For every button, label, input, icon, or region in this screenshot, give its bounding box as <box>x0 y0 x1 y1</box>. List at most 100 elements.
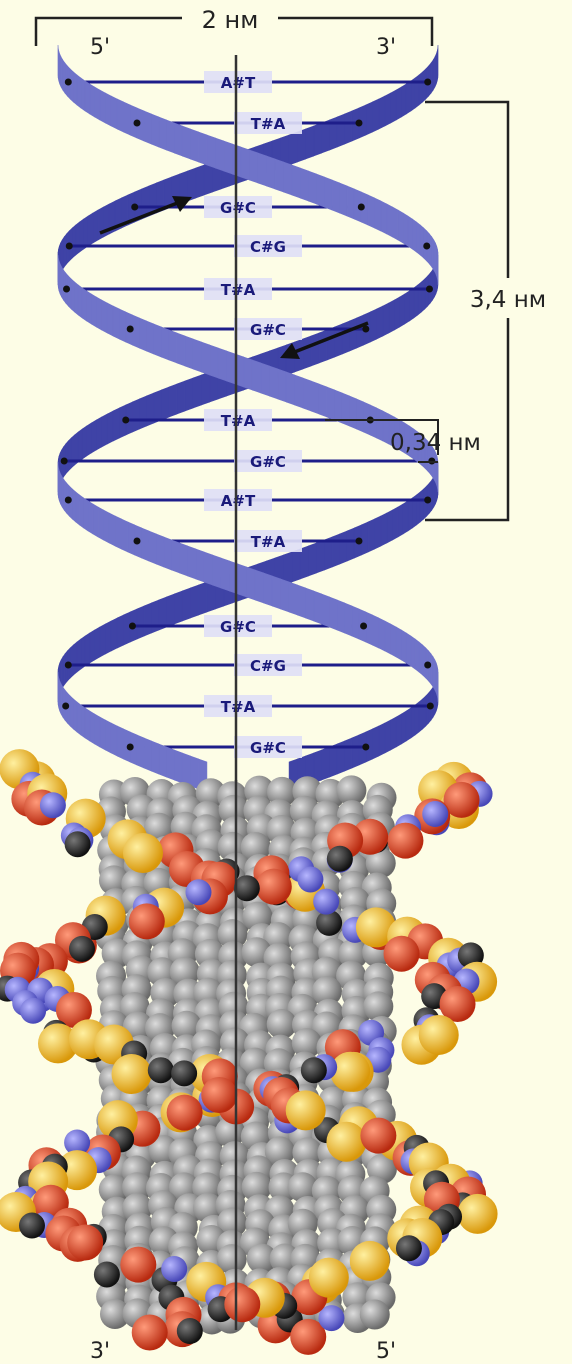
strand-a-segment <box>213 555 221 588</box>
strand-a-segment <box>332 180 340 213</box>
strand-a-segment <box>188 546 196 579</box>
strand-b-segment <box>98 207 103 240</box>
strand-a-segment <box>159 117 167 150</box>
strand-b-segment <box>88 213 93 246</box>
strand-b-segment <box>306 126 314 159</box>
strand-a-segment <box>88 501 93 534</box>
strand-a-segment <box>70 69 73 102</box>
strand-a-segment <box>80 495 84 528</box>
oxygen-atom <box>167 1095 203 1131</box>
strand-a-segment <box>385 720 391 753</box>
strand-a-segment <box>71 435 74 468</box>
strand-b-segment <box>93 210 98 243</box>
strand-b-segment <box>244 357 253 390</box>
strand-b-segment <box>78 285 82 318</box>
strand-a-segment <box>366 612 373 645</box>
strand-a-segment <box>381 201 387 234</box>
strand-a-segment <box>416 222 420 255</box>
strand-a-segment <box>164 537 172 570</box>
strand-a-segment <box>121 519 128 552</box>
strand-b-segment <box>210 345 218 378</box>
strand-a-segment <box>185 378 193 411</box>
strand-a-segment <box>300 168 308 201</box>
strand-a-segment <box>255 570 264 603</box>
strand-b-segment <box>67 693 70 726</box>
strand-b-segment <box>77 639 81 672</box>
strand-b-segment <box>327 387 335 420</box>
strand-a-segment <box>100 90 106 123</box>
strand-a-segment <box>258 153 267 186</box>
strand-a-segment <box>63 60 65 93</box>
carbon-atom <box>327 846 353 872</box>
strand-b-segment <box>95 714 100 747</box>
strand-a-segment <box>95 87 100 120</box>
strand-a-segment <box>322 747 330 780</box>
carbon-atom <box>69 936 95 962</box>
strand-b-segment <box>119 309 125 342</box>
strand-a-segment <box>368 195 375 228</box>
strand-a-segment <box>426 693 429 726</box>
strand-b-segment <box>91 294 96 327</box>
strand-b-segment <box>117 615 123 648</box>
strand-b-segment <box>406 81 411 114</box>
oxygen-atom <box>67 1224 103 1260</box>
strand-b-segment <box>423 69 426 102</box>
strand-b-segment <box>73 699 77 732</box>
strand-a-segment <box>396 714 401 747</box>
strand-b-segment <box>174 750 182 783</box>
bond-end-dot <box>362 744 369 751</box>
strand-b-segment <box>227 351 236 384</box>
strand-a-segment <box>73 72 77 105</box>
base-pair-label: G#C <box>250 739 286 757</box>
strand-a-segment <box>87 423 92 456</box>
strand-b-segment <box>182 588 190 621</box>
strand-b-segment <box>345 111 352 144</box>
strand-b-segment <box>90 711 95 744</box>
bond-end-dot <box>131 204 138 211</box>
strand-b-segment <box>193 339 201 372</box>
strand-a-segment <box>412 219 416 252</box>
strand-a-segment <box>156 534 164 567</box>
carbon-atom <box>301 1057 327 1083</box>
strand-b-segment <box>269 366 277 399</box>
strand-a-segment <box>102 414 108 447</box>
strand-a-segment <box>81 78 85 111</box>
strand-a-segment <box>396 627 401 660</box>
strand-b-segment <box>416 492 420 525</box>
bond-end-dot <box>426 286 433 293</box>
oxygen-atom <box>129 903 165 939</box>
nitrogen-atom <box>161 1256 187 1282</box>
bond-end-dot <box>63 286 70 293</box>
strand-b-segment <box>431 60 433 93</box>
strand-a-segment <box>207 135 215 168</box>
strand-a-segment <box>379 618 385 651</box>
strand-b-segment <box>398 504 403 537</box>
strand-b-segment <box>385 93 391 126</box>
strand-b-segment <box>252 360 261 393</box>
strand-b-segment <box>381 513 387 546</box>
strand-b-segment <box>182 753 190 786</box>
strand-a-segment <box>96 417 101 450</box>
strand-b-segment <box>292 549 300 582</box>
strand-b-segment <box>124 612 131 645</box>
strand-a-segment <box>154 390 162 423</box>
strand-b-segment <box>387 510 393 543</box>
strand-a-segment <box>316 174 324 207</box>
strand-b-segment <box>196 165 204 198</box>
strand-b-segment <box>278 369 286 402</box>
oxygen-atom <box>201 1077 237 1113</box>
strand-b-segment <box>347 528 354 561</box>
bond-end-dot <box>127 326 134 333</box>
carbon-atom <box>19 1213 45 1239</box>
strand-a-segment <box>103 510 109 543</box>
oxygen-atom <box>224 1286 260 1322</box>
strand-a-segment <box>429 234 431 267</box>
strand-a-segment <box>124 102 131 135</box>
strand-a-segment <box>64 480 66 513</box>
strand-b-segment <box>63 654 65 687</box>
strand-a-segment <box>347 186 354 219</box>
strand-a-segment <box>409 288 413 321</box>
strand-a-segment <box>411 636 415 669</box>
strand-b-segment <box>429 480 431 513</box>
strand-a-segment <box>400 294 405 327</box>
